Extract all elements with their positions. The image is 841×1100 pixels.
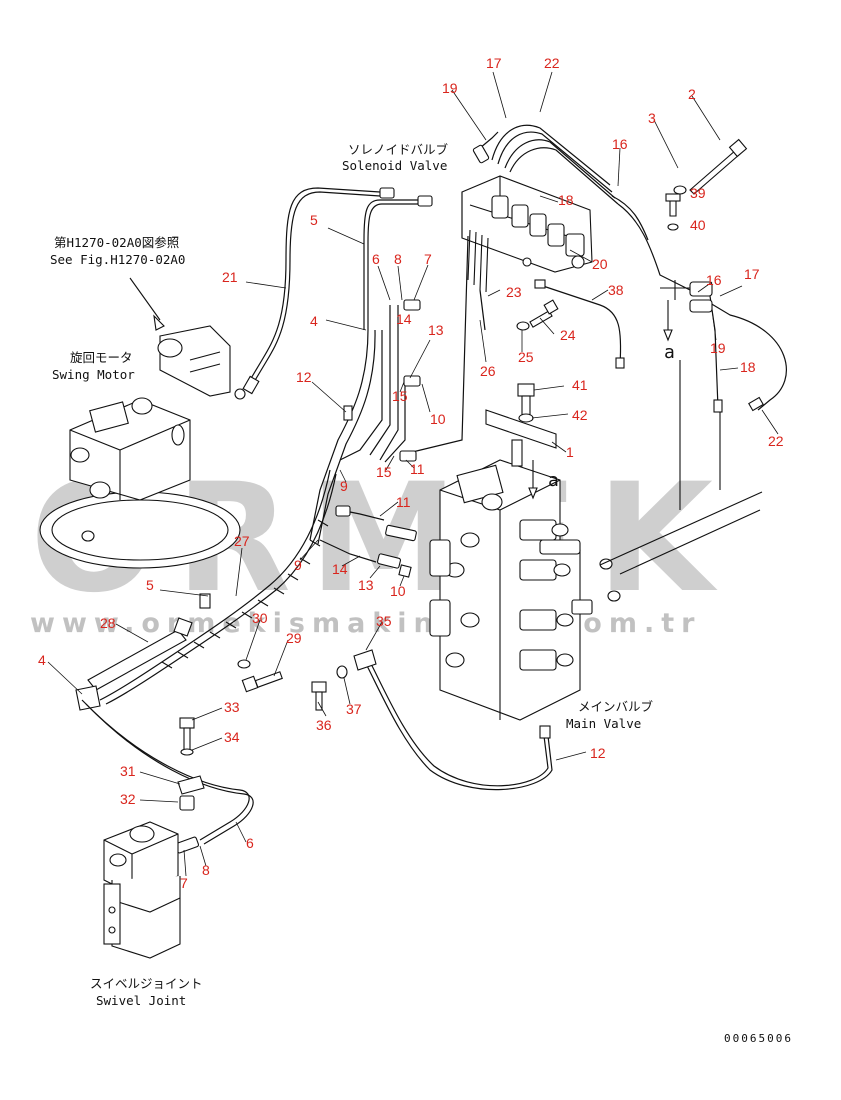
callout-19b: 19 [710,340,726,356]
callout-11: 11 [410,461,425,477]
callout-8: 8 [394,251,402,267]
callout-33: 33 [224,699,240,715]
callout-29: 29 [286,630,302,646]
callout-3: 3 [648,110,656,126]
callouts: 17 22 19 2 3 16 39 40 18 5 21 6 8 7 20 1… [38,55,784,891]
callout-8b: 8 [202,862,210,878]
view-mark-a-main: a [548,470,559,491]
callout-6: 6 [372,251,380,267]
caption-swing-en: Swing Motor [52,367,135,382]
callout-10b: 10 [390,583,406,599]
callout-31: 31 [120,763,136,779]
caption-main-jp: メインバルブ [578,699,654,714]
callout-26: 26 [480,363,496,379]
callout-13: 13 [428,322,444,338]
callout-10: 10 [430,411,446,427]
caption-solenoid-jp: ソレノイドバルブ [348,142,449,157]
callout-36: 36 [316,717,332,733]
callout-16: 16 [612,136,628,152]
callout-4: 4 [310,313,318,329]
caption-swivel-en: Swivel Joint [96,993,186,1008]
callout-22b: 22 [768,433,784,449]
callout-7: 7 [424,251,432,267]
callout-5b: 5 [146,577,154,593]
caption-main-en: Main Valve [566,716,641,731]
callout-22: 22 [544,55,560,71]
drawing-code: 00065006 [724,1032,793,1045]
caption-swivel-jp: スイベルジョイント [90,976,203,991]
callout-17: 17 [486,55,502,71]
caption-swing-jp: 旋回モータ [70,350,133,365]
callout-18b: 18 [740,359,756,375]
swivel-joint [103,821,181,959]
callout-41: 41 [572,377,588,393]
callout-18: 18 [558,192,574,208]
callout-27: 27 [234,533,250,549]
callout-11b: 11 [396,494,411,510]
view-mark-a-top: a [664,342,675,363]
callout-32: 32 [120,791,136,807]
swing-motor [39,397,241,569]
callout-12: 12 [296,369,312,385]
callout-9b: 9 [294,557,302,573]
callout-12b: 12 [590,745,606,761]
caption-see-fig-en: See Fig.H1270-02A0 [50,252,185,267]
callout-2: 2 [688,86,696,102]
callout-25: 25 [518,349,534,365]
callout-19: 19 [442,80,458,96]
callout-37: 37 [346,701,362,717]
caption-solenoid-en: Solenoid Valve [342,158,447,173]
callout-21: 21 [222,269,238,285]
callout-34: 34 [224,729,240,745]
callout-23: 23 [506,284,522,300]
callout-39: 39 [690,185,706,201]
callout-40: 40 [690,217,706,233]
callout-28: 28 [100,615,116,631]
callout-20: 20 [592,256,608,272]
captions: ソレノイドバルブ Solenoid Valve 第H1270-02A0図参照 S… [50,142,654,1008]
swing-inset [129,277,231,397]
callout-14b: 14 [332,561,348,577]
callout-9: 9 [340,478,348,494]
callout-17b: 17 [744,266,760,282]
callout-15: 15 [392,388,408,404]
callout-13b: 13 [358,577,374,593]
solenoid-valve [461,175,593,293]
leader-lines [47,71,779,877]
callout-42: 42 [572,407,588,423]
callout-15b: 15 [376,464,392,480]
callout-38: 38 [608,282,624,298]
callout-7b: 7 [180,875,188,891]
callout-35: 35 [376,613,392,629]
callout-14: 14 [396,311,412,327]
callout-30: 30 [252,610,268,626]
callout-1: 1 [566,444,574,460]
callout-24: 24 [560,327,576,343]
main-valve [429,459,621,721]
callout-16b: 16 [706,272,722,288]
watermark-url: www.ormekismakinalari.com.tr [30,608,701,639]
callout-6b: 6 [246,835,254,851]
caption-see-fig-jp: 第H1270-02A0図参照 [54,235,179,250]
callout-4b: 4 [38,652,46,668]
callout-5: 5 [310,212,318,228]
